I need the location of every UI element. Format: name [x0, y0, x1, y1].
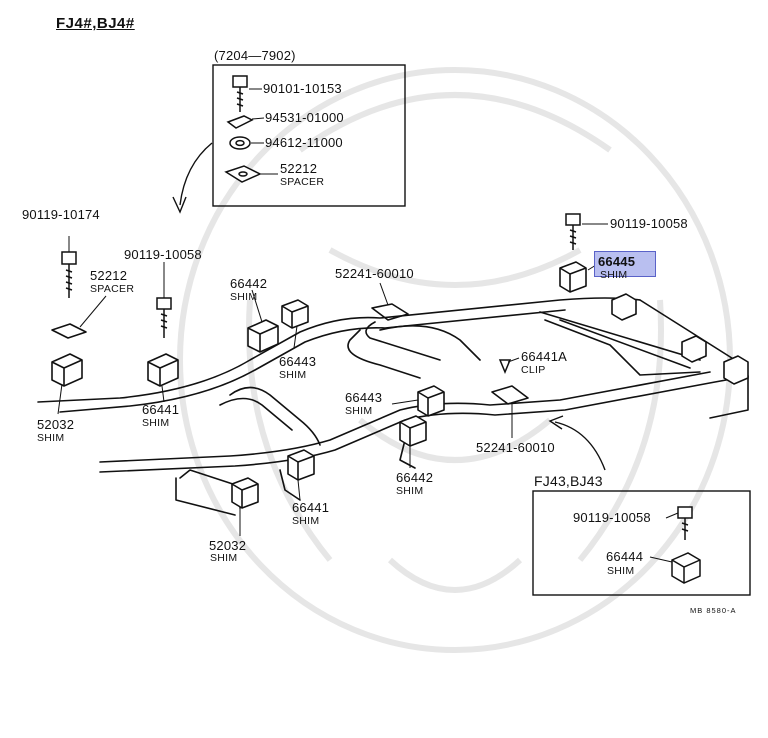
shim-block: [681, 335, 707, 363]
date-range-label: (7204—7902): [214, 48, 296, 63]
nut-icon: [229, 136, 251, 150]
part-name-label: SHIM: [279, 369, 307, 381]
left-frame-rail: [37, 297, 641, 403]
clip-icon: [498, 359, 512, 374]
part-number-label: 66441: [142, 402, 180, 417]
part-name-label: SHIM: [345, 405, 373, 417]
shim-block: [281, 299, 309, 329]
shim-block: [399, 415, 427, 447]
arrow-bottom-inset: [554, 421, 606, 471]
shim-66444-icon: [671, 552, 701, 584]
bracket-52241-upper: [371, 303, 409, 321]
inset-title: FJ43,BJ43: [534, 473, 603, 489]
crossmember-1: [365, 321, 441, 361]
part-name-label: SHIM: [396, 485, 424, 497]
part-number-label: 52212: [90, 268, 128, 283]
part-number-label-highlighted[interactable]: 66445: [598, 254, 636, 269]
part-number-label: 52241-60010: [335, 266, 414, 281]
shim-block: [287, 449, 315, 481]
arrow-top-inset: [179, 142, 213, 206]
diagram-title: FJ4#,BJ4#: [56, 15, 135, 32]
part-number-label: 66443: [345, 390, 383, 405]
part-number-label: 66442: [396, 470, 434, 485]
part-number-label: 90119-10058: [610, 216, 688, 231]
bolt-icon: [565, 213, 581, 250]
part-number-label: 90119-10058: [573, 510, 651, 525]
part-number-label: 94612-11000: [265, 135, 343, 150]
part-name-label: SHIM: [292, 515, 320, 527]
part-number-label: 66443: [279, 354, 317, 369]
part-name-label: CLIP: [521, 364, 546, 376]
shim-block: [723, 355, 749, 385]
shim-block: [417, 385, 445, 417]
lock-washer-icon: [226, 115, 254, 129]
bracket-52241-lower: [491, 385, 529, 405]
part-number-label: 52241-60010: [476, 440, 555, 455]
part-number-label: 90119-10058: [124, 247, 202, 262]
shim-block: [147, 353, 179, 387]
part-name-label: SHIM: [210, 552, 238, 564]
bolt-icon: [156, 297, 172, 338]
spacer-icon: [224, 165, 262, 183]
shim-block: [559, 261, 587, 293]
bolt-icon: [232, 75, 248, 112]
shim-block: [611, 293, 637, 321]
spacer-52212: [51, 323, 87, 339]
bolt-icon: [677, 506, 693, 540]
part-name-label: SHIM: [230, 291, 258, 303]
part-number-label: 66442: [230, 276, 268, 291]
part-number-label: 90119-10174: [22, 207, 100, 222]
right-frame-rail: [99, 371, 711, 463]
part-number-label: 52032: [209, 538, 247, 553]
part-number-label: 52212: [280, 161, 318, 176]
part-name-label: SHIM: [600, 269, 628, 281]
part-number-label: 90101-10153: [263, 81, 342, 96]
inset-box-bottom: [532, 490, 751, 596]
part-name-label: SHIM: [607, 565, 635, 577]
shim-block: [231, 477, 259, 509]
bolt-icon: [61, 251, 77, 298]
part-name-label: SHIM: [37, 432, 65, 444]
watermark-logo: [177, 67, 733, 653]
figure-code: MB 8580-A: [690, 606, 737, 615]
part-number-label: 66444: [606, 549, 644, 564]
part-number-label: 52032: [37, 417, 75, 432]
shim-block: [247, 319, 279, 353]
part-number-label: 94531-01000: [265, 110, 344, 125]
part-number-label: 66441A: [521, 349, 568, 364]
highlight-box[interactable]: [594, 251, 656, 277]
part-name-label: SPACER: [90, 283, 135, 295]
part-name-label: SPACER: [280, 176, 325, 188]
part-name-label: SHIM: [142, 417, 170, 429]
crossmember-2: [539, 311, 701, 361]
crossmember-3: [229, 386, 321, 446]
part-number-label: 66441: [292, 500, 330, 515]
shim-block: [51, 353, 83, 387]
inset-box-top: [212, 64, 406, 207]
